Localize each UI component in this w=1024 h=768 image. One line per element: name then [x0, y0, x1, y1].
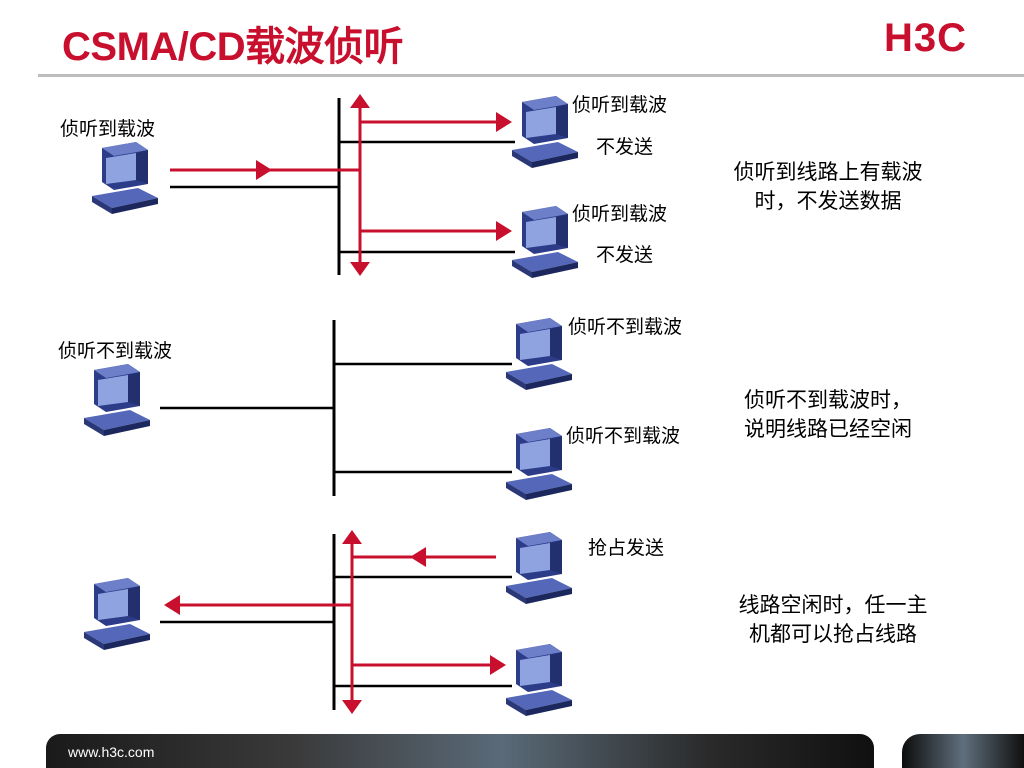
panel2-note: 侦听不到载波时， 说明线路已经空闲 [744, 388, 912, 441]
computer-icon [506, 428, 572, 500]
panel-no-carrier [84, 318, 572, 500]
panel-seize-line [84, 530, 572, 716]
computer-icon [84, 578, 150, 650]
host-label: 侦听不到载波 [566, 425, 681, 447]
panel-carrier-detected [92, 94, 578, 278]
panel1-note: 侦听到线路上有载波 时，不发送数据 [733, 160, 923, 213]
signal-arrow-bottom-host [490, 655, 506, 675]
host-status: 不发送 [596, 244, 654, 266]
footer-bar [46, 734, 874, 768]
title-divider [38, 74, 1024, 77]
host-status: 不发送 [596, 136, 654, 158]
computer-icon [512, 206, 578, 278]
panel3-note: 线路空闲时，任一主 机都可以抢占线路 [738, 593, 928, 646]
host-label: 抢占发送 [588, 537, 665, 559]
signal-arrow-bottom-host [496, 221, 512, 241]
signal-arrow [256, 160, 272, 180]
signal-arrow-up [342, 530, 362, 544]
h3c-logo: H3C [884, 16, 968, 60]
signal-arrow-top-host [496, 112, 512, 132]
computer-icon [92, 142, 158, 214]
computer-icon [506, 644, 572, 716]
signal-arrow [410, 547, 426, 567]
host-label: 侦听不到载波 [568, 316, 683, 338]
signal-arrow-up [350, 94, 370, 108]
host-label: 侦听到载波 [572, 203, 668, 225]
computer-icon [84, 364, 150, 436]
signal-arrow-left-host [164, 595, 180, 615]
host-label: 侦听到载波 [572, 94, 668, 116]
sender-label: 侦听不到载波 [58, 340, 173, 362]
computer-icon [506, 318, 572, 390]
signal-arrow-down [342, 700, 362, 714]
computer-icon [506, 532, 572, 604]
signal-arrow-down [350, 262, 370, 276]
footer-bar-decoration [902, 734, 1024, 768]
page-title: CSMA/CD载波侦听 [62, 25, 404, 69]
computer-icon [512, 96, 578, 168]
footer-url[interactable]: www.h3c.com [68, 744, 155, 760]
sender-label: 侦听到载波 [60, 118, 156, 140]
